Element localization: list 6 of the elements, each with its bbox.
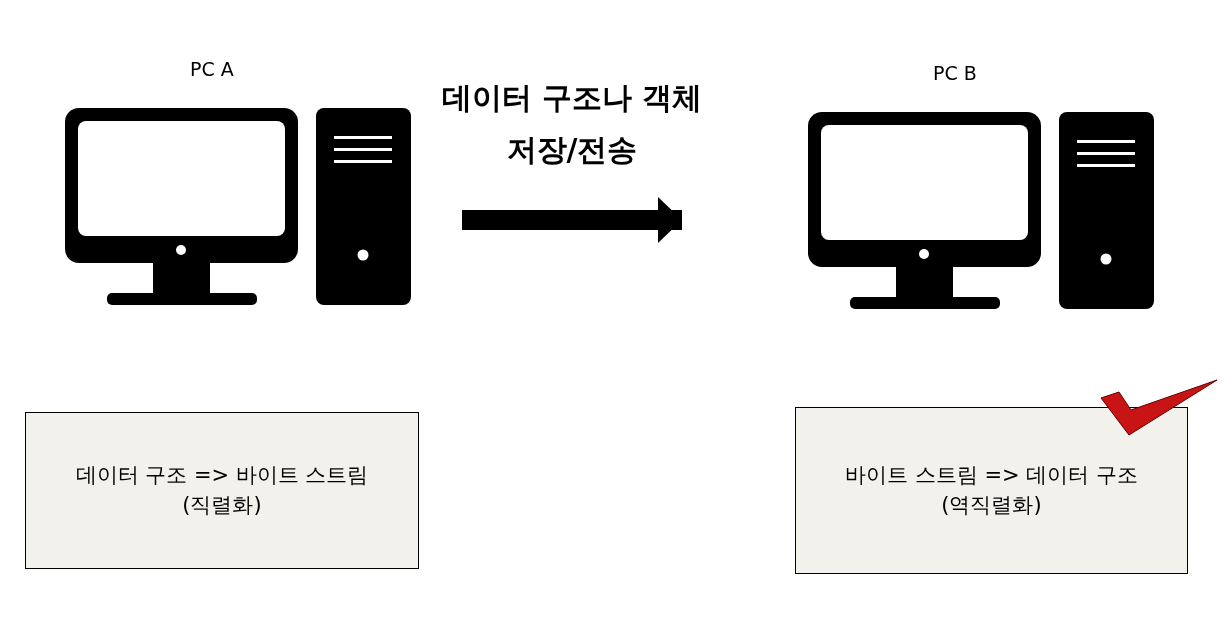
computer-label: PC A — [190, 58, 234, 80]
edge-label: 데이터 구조나 객체 저장/전송 — [440, 79, 704, 169]
description-text: 바이트 스트림 => 데이터 구조 (역직렬화) — [844, 462, 1139, 519]
computer-label: PC B — [933, 62, 977, 84]
description-text: 데이터 구조 => 바이트 스트림 (직렬화) — [74, 462, 370, 519]
text-box — [25, 412, 419, 569]
